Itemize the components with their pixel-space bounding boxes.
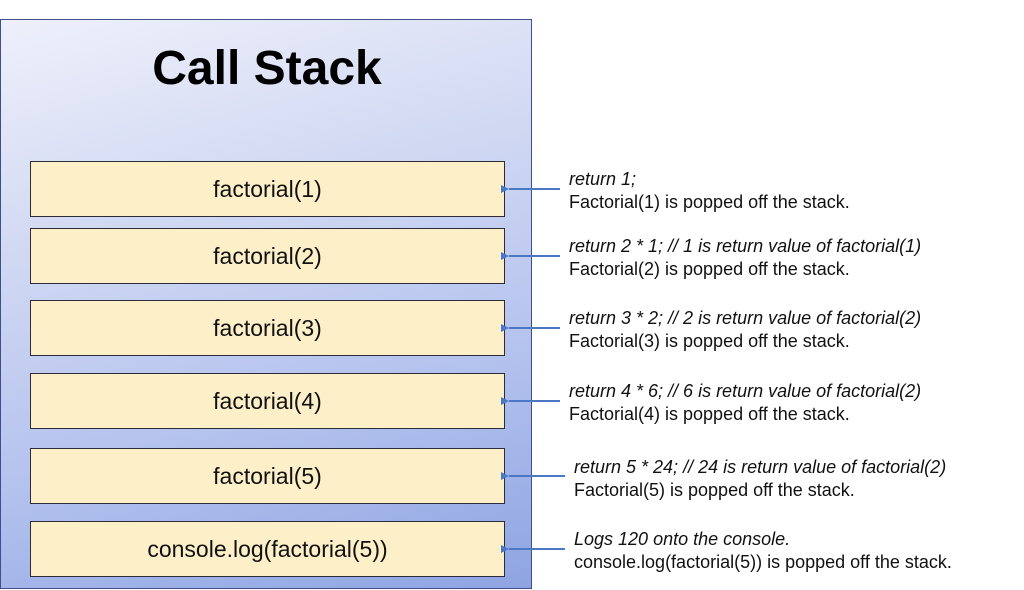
note-message: Factorial(5) is popped off the stack. [574,480,855,500]
note-console-log: Logs 120 onto the console. console.log(f… [574,528,952,574]
note-message: Factorial(2) is popped off the stack. [569,259,850,279]
note-code: return 5 * 24; // 24 is return value of … [574,457,947,477]
note-code: return 3 * 2; // 2 is return value of fa… [569,308,922,328]
stack-frame-factorial-4: factorial(4) [30,373,505,429]
note-factorial-5: return 5 * 24; // 24 is return value of … [574,456,946,502]
stack-frame-factorial-1: factorial(1) [30,161,505,217]
note-factorial-3: return 3 * 2; // 2 is return value of fa… [569,307,921,353]
note-code: return 1; [569,169,637,189]
note-factorial-4: return 4 * 6; // 6 is return value of fa… [569,380,921,426]
note-code: return 2 * 1; // 1 is return value of fa… [569,236,922,256]
call-stack-title: Call Stack [152,42,382,95]
note-factorial-1: return 1; Factorial(1) is popped off the… [569,168,850,214]
note-message: Factorial(4) is popped off the stack. [569,404,850,424]
stack-frame-factorial-2: factorial(2) [30,228,505,284]
note-code: return 4 * 6; // 6 is return value of fa… [569,381,922,401]
note-message: console.log(factorial(5)) is popped off … [574,552,952,572]
note-message: Factorial(1) is popped off the stack. [569,192,850,212]
stack-frame-factorial-5: factorial(5) [30,448,505,504]
note-code: Logs 120 onto the console. [574,529,791,549]
note-message: Factorial(3) is popped off the stack. [569,331,850,351]
note-factorial-2: return 2 * 1; // 1 is return value of fa… [569,235,921,281]
stack-frame-factorial-3: factorial(3) [30,300,505,356]
stack-frame-console-log: console.log(factorial(5)) [30,521,505,577]
